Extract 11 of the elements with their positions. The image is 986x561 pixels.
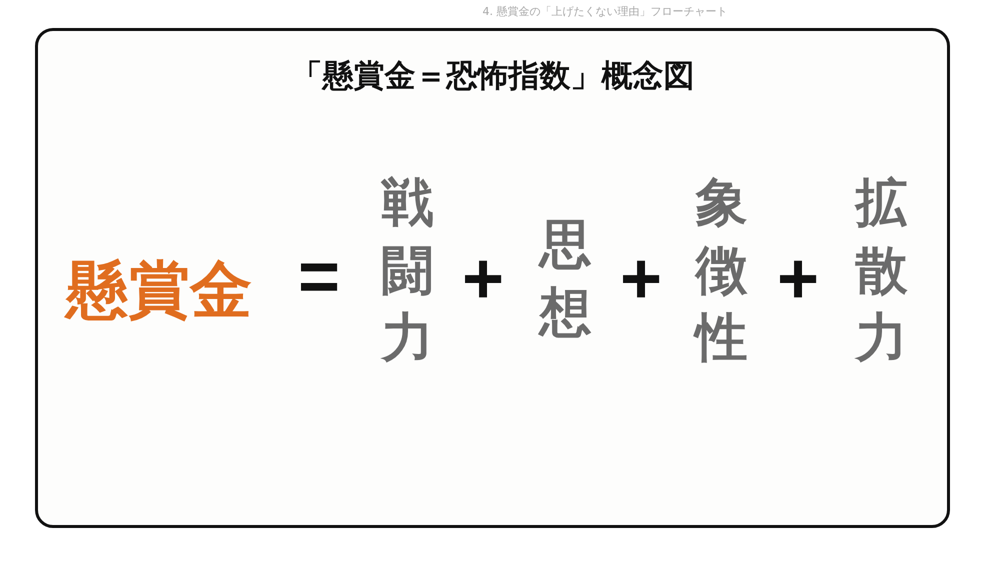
faded-heading: 4. 懸賞金の「上げたくない理由」フローチャート	[482, 4, 728, 19]
equation-term: 懸賞金	[66, 252, 252, 328]
equation-term: 戦闘力	[380, 172, 434, 370]
plus-sign: +	[777, 238, 820, 320]
plus-sign: +	[462, 238, 504, 320]
equation-term: 拡散力	[854, 172, 908, 370]
plus-sign: +	[620, 238, 662, 320]
equation-term: 思想	[538, 214, 592, 345]
equals-sign: =	[298, 236, 340, 318]
equation-term: 象徴性	[694, 172, 748, 370]
title: 「懸賞金＝恐怖指数」概念図	[290, 57, 696, 96]
